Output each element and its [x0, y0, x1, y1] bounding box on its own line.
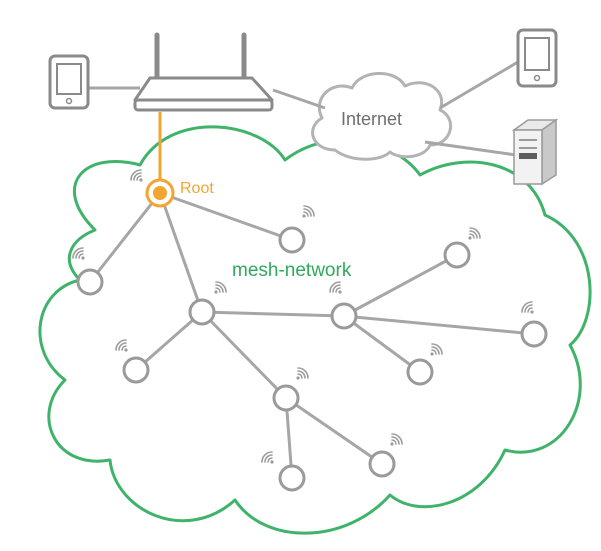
- wifi-signal-icon: [130, 169, 143, 182]
- wifi-signal-icon: [521, 301, 534, 314]
- router-icon: [133, 32, 274, 112]
- mesh-link: [158, 191, 294, 242]
- wifi-signal-icon: [72, 247, 85, 260]
- link-router-internet: [272, 88, 326, 110]
- mesh-link: [342, 314, 536, 336]
- cloud-icon: [311, 72, 452, 161]
- mesh-node: [188, 298, 216, 326]
- mesh-link: [342, 314, 422, 374]
- mesh-node: [76, 268, 104, 296]
- wifi-signal-icon: [302, 205, 315, 218]
- mesh-node: [406, 358, 434, 386]
- mesh-link: [88, 191, 162, 284]
- mesh-link: [200, 310, 346, 318]
- wifi-signal-icon: [329, 281, 342, 294]
- mesh-node: [368, 450, 396, 478]
- wifi-signal-icon: [390, 433, 403, 446]
- link-internet-tablet: [439, 60, 519, 110]
- server-icon: [511, 118, 559, 186]
- mesh-node: [330, 302, 358, 330]
- wifi-signal-icon: [214, 281, 227, 294]
- mesh-link: [284, 396, 384, 466]
- mesh-node: [278, 464, 306, 492]
- mesh-link: [200, 310, 288, 400]
- root-label: Root: [180, 180, 214, 197]
- mesh-link: [158, 191, 204, 314]
- wifi-signal-icon: [296, 367, 309, 380]
- wifi-signals: [72, 169, 534, 464]
- wifi-signal-icon: [430, 343, 443, 356]
- tablet-icon: [516, 28, 558, 88]
- mesh-node: [272, 384, 300, 412]
- wifi-signal-icon: [468, 227, 481, 240]
- internet-label: Internet: [341, 109, 402, 129]
- mesh-node: [520, 320, 548, 348]
- mesh-link: [134, 310, 204, 372]
- mesh-links: [88, 191, 536, 480]
- mesh-network-label: mesh-network: [232, 260, 352, 281]
- mesh-link: [342, 253, 459, 318]
- root-node: [145, 178, 175, 208]
- mesh-boundary: [38, 125, 592, 535]
- wifi-signal-icon: [261, 451, 274, 464]
- mesh-node: [122, 356, 150, 384]
- wifi-signal-icon: [115, 339, 128, 352]
- link-internet-server: [424, 140, 517, 157]
- tablet-icon: [48, 54, 90, 110]
- mesh-node: [443, 241, 471, 269]
- mesh-node: [278, 226, 306, 254]
